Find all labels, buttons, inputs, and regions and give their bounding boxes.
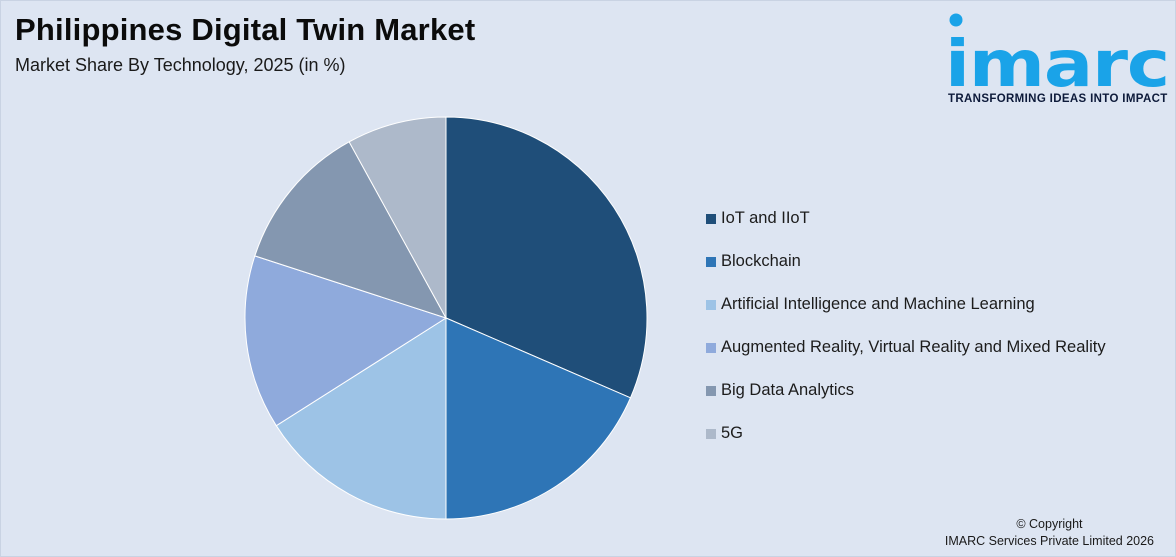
copyright-notice: © Copyright IMARC Services Private Limit… [945, 516, 1154, 550]
pie-slice-4 [244, 255, 448, 427]
pie-slice-1 [445, 116, 648, 399]
legend-swatch [706, 385, 716, 396]
pie-slices [244, 116, 648, 520]
legend-swatch [706, 342, 716, 353]
chart-title: Philippines Digital Twin Market [15, 12, 476, 47]
legend-item: Artificial Intelligence and Machine Lear… [706, 283, 1106, 326]
pie-slice-6 [348, 116, 447, 319]
legend-swatch [706, 299, 716, 310]
pie-slice-3 [275, 317, 447, 520]
legend-swatch [706, 213, 716, 224]
imarc-logo: imarc TRANSFORMING IDEAS INTO IMPACT [944, 10, 1170, 110]
legend-label: Big Data Analytics [721, 381, 854, 399]
legend-item: IoT and IIoT [706, 197, 1106, 240]
chart-subtitle: Market Share By Technology, 2025 (in %) [15, 55, 346, 75]
logo-tagline: TRANSFORMING IDEAS INTO IMPACT [948, 93, 1168, 105]
legend-label: Artificial Intelligence and Machine Lear… [721, 295, 1035, 313]
legend-item: Big Data Analytics [706, 369, 1106, 412]
legend-label: IoT and IIoT [721, 209, 810, 227]
legend-label: 5G [721, 424, 744, 442]
legend-label: Blockchain [721, 252, 801, 270]
legend-item: Augmented Reality, Virtual Reality and M… [706, 326, 1106, 369]
legend-swatch [706, 428, 716, 439]
logo-dot [949, 13, 963, 27]
copyright-line-2: IMARC Services Private Limited 2026 [944, 534, 1154, 548]
legend-item: 5G [706, 412, 1106, 455]
legend-label: Augmented Reality, Virtual Reality and M… [721, 338, 1106, 356]
legend-swatch [706, 256, 716, 267]
logo-text: imarc [945, 28, 1169, 92]
imarc-logo-wordmark: imarc [945, 13, 1170, 92]
copyright-line-1: © Copyright [1016, 517, 1083, 531]
pie-slice-2 [445, 317, 632, 520]
pie-chart [244, 116, 648, 520]
pie-slice-5 [254, 141, 448, 319]
legend-item: Blockchain [706, 240, 1106, 283]
